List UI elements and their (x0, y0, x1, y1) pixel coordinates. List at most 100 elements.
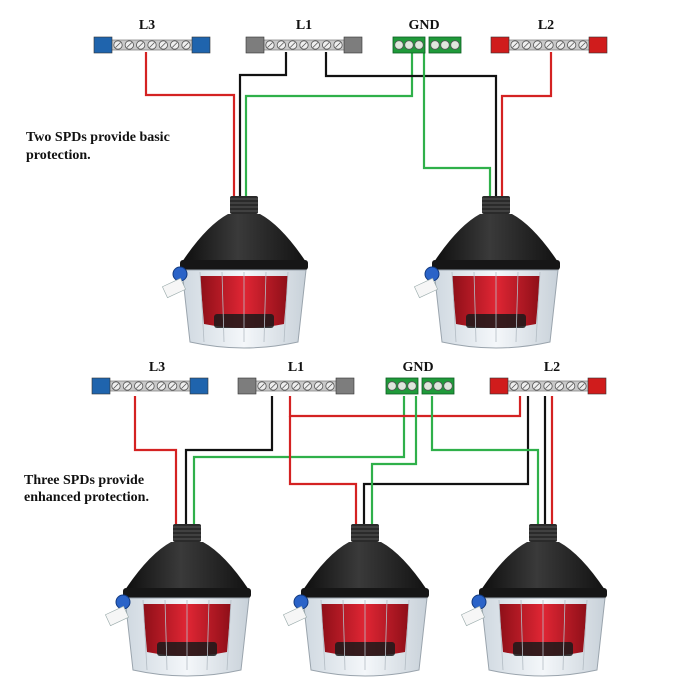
wire-b-gnd-green-mid (370, 396, 418, 528)
spd-housing-rib (221, 271, 225, 343)
wire-b-l1-red-link (288, 396, 522, 418)
busbar-endcap (489, 377, 509, 395)
busbar-label-l1: L1 (288, 360, 304, 375)
spd-dome (125, 542, 249, 590)
spd-bottom-right (461, 524, 607, 677)
spd-tag (414, 277, 438, 299)
screw-slot (533, 383, 540, 389)
busbar-label-l1: L1 (296, 18, 312, 33)
top-section: Two SPDs provide basic protection. (26, 52, 553, 198)
busbar-endcap (189, 377, 209, 395)
terminal-screw (394, 40, 404, 50)
terminal-screw (414, 40, 424, 50)
screw-slot (335, 42, 341, 48)
spd-rim (180, 260, 308, 270)
screw-slot (149, 42, 155, 48)
screw-slot (557, 42, 564, 48)
busbar-label-l2: L2 (544, 360, 560, 375)
busbar-label-l3: L3 (139, 18, 155, 33)
spd-housing-rib (515, 271, 519, 343)
screw-slot (293, 383, 299, 389)
spd-rim (123, 588, 251, 598)
spd-dome (182, 214, 306, 262)
screw-slot (568, 42, 575, 48)
screw-slot (113, 383, 119, 389)
wire-l1-black (238, 52, 288, 198)
spd-housing-rib (199, 271, 205, 343)
wire-b-l1-black (184, 396, 274, 528)
busbar-endcap (587, 377, 607, 395)
busbar-endcap (343, 36, 363, 54)
screw-slot (511, 383, 517, 389)
spd-housing-rib (520, 599, 524, 671)
spd-dome (303, 542, 427, 590)
busbar-endcap (91, 377, 111, 395)
spd-dome (434, 214, 558, 262)
spd-housing-rib (451, 271, 457, 343)
terminal-screw (440, 40, 450, 50)
spd-housing-rib (164, 599, 168, 671)
spd-housing-rib (582, 599, 588, 671)
terminal-screw (423, 381, 433, 391)
spd-housing-rib (320, 599, 326, 671)
top-wires (144, 52, 553, 198)
screw-slot (137, 42, 144, 48)
busbar-l3: L3 (93, 18, 211, 54)
screw-slot (534, 42, 541, 48)
screw-slot (315, 383, 322, 389)
screw-slot (281, 383, 288, 389)
spd-tag (461, 605, 485, 627)
terminal-screw (450, 40, 460, 50)
screw-slot (171, 42, 178, 48)
spd-top-left (162, 196, 308, 349)
screw-slot (579, 383, 585, 389)
top-caption: Two SPDs provide basic protection. (26, 130, 173, 163)
wire-b-l1-red-mid (288, 416, 358, 528)
screw-slot (546, 42, 552, 48)
busbar-gnd: GND (385, 360, 455, 395)
screw-slot (160, 42, 167, 48)
spd-tag (283, 605, 307, 627)
spd-tag (105, 605, 129, 627)
spd-housing-rib (283, 271, 289, 343)
spd-neck (529, 524, 557, 542)
busbar-endcap (191, 36, 211, 54)
terminal-screw (407, 381, 417, 391)
screw-slot (512, 42, 518, 48)
bottom-section: Three SPDs provide enhanced protection. (24, 396, 554, 528)
busbar-endcap (588, 36, 608, 54)
terminal-screw (443, 381, 453, 391)
spd-housing-rib (206, 599, 210, 671)
spd-layer (105, 196, 607, 677)
busbar-endcap (237, 377, 257, 395)
screw-slot (327, 383, 333, 389)
busbar-l2: L2 (490, 18, 608, 54)
screw-slot (301, 42, 307, 48)
screw-slot (135, 383, 142, 389)
screw-slot (158, 383, 165, 389)
spd-housing-rib (142, 599, 148, 671)
screw-slot (304, 383, 311, 389)
screw-slot (545, 383, 551, 389)
terminal-screw (387, 381, 397, 391)
busbar-gnd: GND (392, 18, 462, 54)
screw-slot (289, 42, 296, 48)
screw-slot (523, 42, 530, 48)
spd-housing-rib (384, 599, 388, 671)
spd-neck (173, 524, 201, 542)
spd-rim (432, 260, 560, 270)
spd-neck (482, 196, 510, 214)
spd-housing-rib (562, 599, 566, 671)
spd-housing-rib (535, 271, 541, 343)
spd-bottom-middle (283, 524, 429, 677)
wire-b-gnd-green-left (192, 396, 406, 528)
wire-l3-red (144, 52, 236, 198)
wire-b-gnd-green-right (430, 396, 540, 528)
wire-b-l2-black-mid (362, 396, 530, 528)
wire-gnd-green-right (422, 52, 492, 198)
busbar-label-l2: L2 (538, 18, 554, 33)
screw-slot (126, 42, 133, 48)
spd-housing-rib (226, 599, 232, 671)
spd-housing-rib (263, 271, 267, 343)
